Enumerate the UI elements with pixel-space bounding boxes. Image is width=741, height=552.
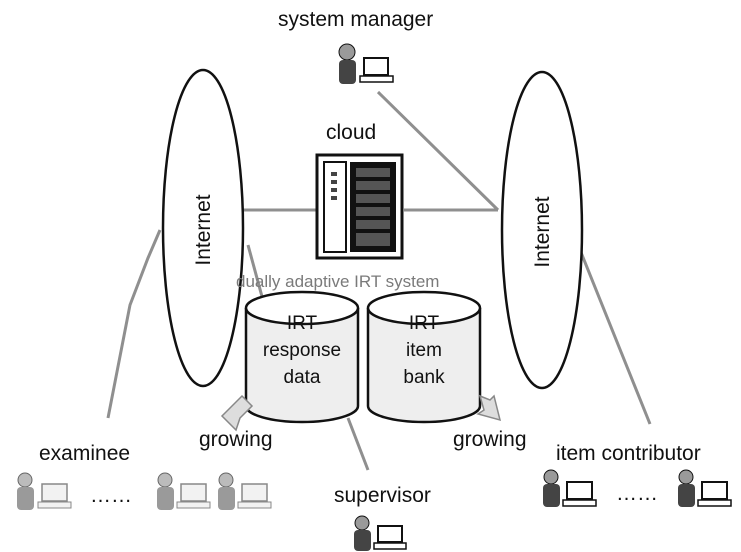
item-contributor-user-icon-2 [678, 469, 732, 507]
system-caption: dually adaptive IRT system [236, 272, 440, 291]
internet-label-left: Internet [192, 194, 215, 265]
db-right-line-2: item [406, 340, 442, 361]
db-right-line-1: IRT [408, 313, 440, 334]
examinee-user-icon-2 [157, 472, 211, 510]
supervisor-user-icon [354, 515, 407, 551]
db-right-text: IRT item bank [368, 310, 480, 391]
db-right-line-3: bank [403, 367, 445, 388]
growing-arrow-icon-left [220, 394, 254, 432]
ellipsis-left: …… [90, 484, 132, 507]
ellipsis-right: …… [616, 482, 658, 505]
examinee-user-icon-1 [17, 472, 72, 510]
db-left-line-3: data [283, 367, 321, 388]
db-left-line-1: IRT [286, 313, 318, 334]
supervisor-label: supervisor [334, 484, 431, 507]
database-response-data [244, 290, 360, 424]
examinee-user-icon-3 [218, 472, 272, 510]
examinee-label: examinee [39, 442, 131, 465]
internet-cloud-right [500, 70, 584, 390]
server-icon [315, 153, 404, 260]
db-left-line-2: response [262, 340, 342, 361]
system-manager-user-icon [338, 43, 394, 84]
internet-cloud-left [161, 68, 245, 388]
item-contributor-label: item contributor [556, 442, 701, 465]
item-contributor-user-icon-1 [543, 469, 597, 507]
cloud-label: cloud [326, 121, 377, 144]
growing-label-left: growing [199, 428, 273, 451]
internet-label-right: Internet [531, 196, 554, 267]
growing-label-right: growing [453, 428, 527, 451]
system-manager-label: system manager [278, 8, 434, 31]
growing-arrow-icon-right [476, 394, 502, 422]
db-left-text: IRT response data [246, 310, 358, 391]
database-item-bank [366, 290, 482, 424]
